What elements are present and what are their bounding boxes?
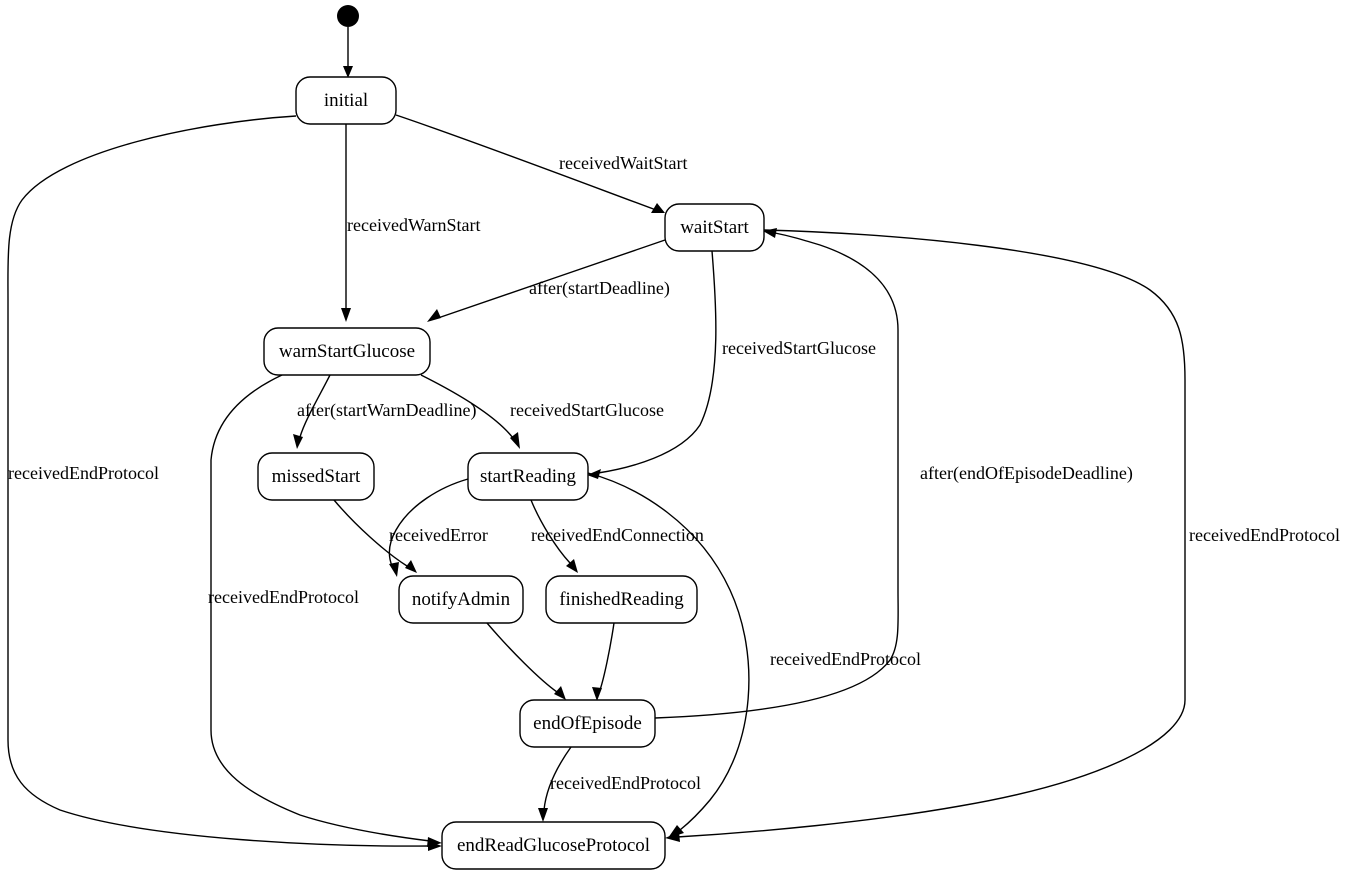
arrow-head-icon	[510, 432, 520, 449]
arrow-head-icon	[293, 434, 303, 449]
edge-label: receivedEndProtocol	[550, 773, 701, 793]
edge-label: receivedStartGlucose	[510, 400, 664, 420]
arrow-head-icon	[389, 562, 399, 577]
edge-label: receivedStartGlucose	[722, 338, 876, 358]
state-box	[263, 327, 431, 376]
state-node-endofepisode[interactable]: endOfEpisode	[519, 699, 656, 748]
edge-start-to-initial	[343, 27, 353, 78]
edge-label: receivedWaitStart	[559, 153, 688, 173]
edge-warnstartglucose-to-missedstart[interactable]: after(startWarnDeadline)	[293, 374, 476, 449]
edge-path	[210, 374, 431, 842]
edge-initial-to-endreadglucoseprotocol[interactable]: receivedEndProtocol	[7, 115, 442, 851]
edge-path	[333, 499, 408, 567]
state-node-initial[interactable]: initial	[295, 76, 397, 125]
edge-path	[587, 472, 750, 831]
edge-path	[676, 229, 1186, 838]
edge-label: receivedEndProtocol	[208, 587, 359, 607]
arrow-head-icon	[343, 66, 353, 78]
edge-path	[395, 114, 657, 211]
edge-initial-to-waitstart[interactable]: receivedWaitStart	[395, 114, 688, 213]
arrow-head-icon	[566, 559, 578, 573]
arrow-head-icon	[554, 686, 566, 700]
edge-path	[7, 115, 431, 847]
edge-path	[597, 250, 717, 474]
state-box	[398, 575, 524, 624]
edge-path	[388, 478, 469, 567]
arrow-head-icon	[341, 308, 351, 322]
edge-path	[599, 622, 615, 691]
edge-path	[437, 239, 666, 319]
edge-waitstart-to-endreadglucoseprotocol[interactable]: receivedEndProtocol	[665, 229, 1340, 842]
state-node-endreadglucoseprotocol[interactable]: endReadGlucoseProtocol	[441, 821, 666, 870]
edge-label: receivedEndProtocol	[8, 463, 159, 483]
edge-waitstart-to-startreading[interactable]: receivedStartGlucose	[587, 250, 876, 479]
edge-finishedreading-to-endofepisode[interactable]	[592, 622, 615, 701]
arrow-head-icon	[405, 560, 417, 573]
arrow-head-icon	[763, 228, 777, 238]
edge-endofepisode-to-endreadglucoseprotocol[interactable]: receivedEndProtocol	[538, 746, 701, 822]
edge-notifyadmin-to-endofepisode[interactable]	[486, 622, 566, 700]
arrow-head-icon	[538, 808, 548, 822]
edge-startreading-to-endreadglucoseprotocol[interactable]: receivedEndProtocol	[587, 472, 921, 838]
edge-path	[654, 232, 899, 719]
edge-path	[543, 746, 572, 811]
edge-label: receivedError	[389, 525, 488, 545]
state-box	[664, 203, 765, 252]
edge-warnstartglucose-to-startreading[interactable]: receivedStartGlucose	[420, 374, 664, 449]
state-node-startreading[interactable]: startReading	[467, 452, 589, 501]
arrow-head-icon	[592, 687, 602, 701]
state-box	[257, 452, 375, 501]
arrow-head-icon	[427, 309, 441, 322]
arrow-head-icon	[668, 825, 684, 838]
edge-label: after(startDeadline)	[529, 278, 670, 299]
state-node-finishedreading[interactable]: finishedReading	[545, 575, 698, 624]
state-box	[295, 76, 397, 125]
edge-label: after(startWarnDeadline)	[297, 400, 476, 421]
state-node-warnstartglucose[interactable]: warnStartGlucose	[263, 327, 431, 376]
arrow-head-icon	[651, 203, 665, 213]
edge-path	[420, 374, 514, 439]
edge-label: after(endOfEpisodeDeadline)	[920, 463, 1133, 484]
edges-layer: receivedWaitStart receivedWarnStart rece…	[7, 27, 1340, 851]
state-node-notifyadmin[interactable]: notifyAdmin	[398, 575, 524, 624]
edge-initial-to-warnstartglucose[interactable]: receivedWarnStart	[341, 124, 480, 322]
edge-path	[530, 499, 571, 564]
edge-label: receivedEndProtocol	[1189, 525, 1340, 545]
edge-path	[486, 622, 558, 693]
edge-missedstart-to-notifyadmin[interactable]	[333, 499, 417, 573]
state-node-waitstart[interactable]: waitStart	[664, 203, 765, 252]
state-box	[519, 699, 656, 748]
state-node-missedstart[interactable]: missedStart	[257, 452, 375, 501]
edge-endofepisode-to-waitstart[interactable]: after(endOfEpisodeDeadline)	[654, 228, 1133, 719]
edge-waitstart-to-warnstartglucose[interactable]: after(startDeadline)	[427, 239, 670, 322]
state-box	[467, 452, 589, 501]
start-pseudostate[interactable]	[337, 5, 359, 27]
edge-path	[299, 374, 331, 438]
filled-circle-icon	[337, 5, 359, 27]
edge-label: receivedEndConnection	[531, 525, 704, 545]
arrow-head-icon	[427, 837, 442, 847]
edge-label: receivedWarnStart	[347, 215, 480, 235]
nodes-layer: initial waitStart warnStartGlucose misse…	[257, 76, 765, 870]
state-box	[441, 821, 666, 870]
state-box	[545, 575, 698, 624]
edge-startreading-to-finishedreading[interactable]: receivedEndConnection	[530, 499, 704, 573]
edge-label: receivedEndProtocol	[770, 649, 921, 669]
